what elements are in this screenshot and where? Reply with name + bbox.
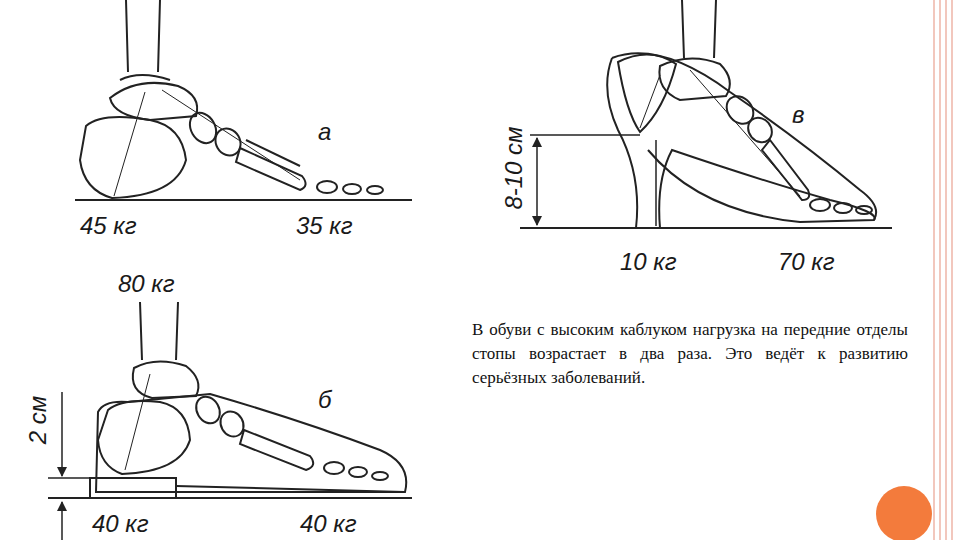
weight-label: 40 кг bbox=[300, 512, 357, 536]
figure-letter: в bbox=[792, 103, 805, 127]
weight-label: 10 кг bbox=[620, 250, 677, 274]
weight-label: 80 кг bbox=[118, 272, 175, 296]
foot-b bbox=[48, 302, 412, 540]
dimension-label: 8-10 см bbox=[502, 126, 526, 209]
weight-label: 40 кг bbox=[92, 512, 149, 536]
dimension-label: 2 см bbox=[26, 396, 50, 444]
figure-letter: б bbox=[318, 388, 332, 412]
border-stripes bbox=[934, 0, 952, 540]
weight-label: 70 кг bbox=[778, 250, 835, 274]
figure-letter: а bbox=[318, 120, 331, 144]
note-text: В обуви с высоким каблуком нагрузка на п… bbox=[472, 318, 908, 390]
foot-c bbox=[520, 0, 892, 228]
foot-a bbox=[75, 0, 412, 200]
orange-dot bbox=[876, 486, 932, 540]
weight-label: 35 кг bbox=[296, 214, 353, 238]
weight-label: 45 кг bbox=[80, 214, 137, 238]
